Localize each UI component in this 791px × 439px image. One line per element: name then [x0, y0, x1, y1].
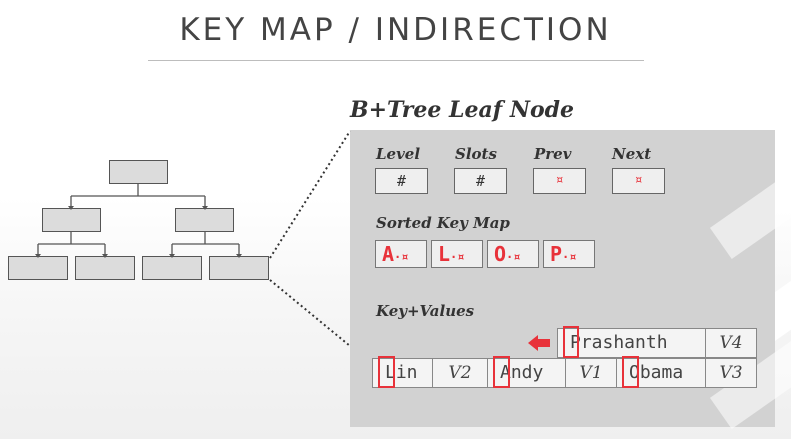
header-value-level: # [375, 168, 428, 194]
tree-leaf-node [8, 256, 68, 280]
header-label-prev: Prev [534, 145, 572, 163]
tree-root-node [109, 160, 168, 184]
keymap-key: L [438, 242, 451, 266]
kv-value-v3: V3 [705, 358, 757, 388]
tree-leaf-node-highlighted [209, 256, 269, 280]
kv-value-v2: V2 [432, 358, 488, 388]
kv-key-andy: Andy [487, 358, 566, 388]
highlight-first-char [563, 326, 579, 358]
arrow-left-icon [528, 335, 550, 351]
header-value-slots: # [454, 168, 507, 194]
header-value-next: ¤ [612, 168, 665, 194]
keymap-entry: O·¤ [487, 240, 539, 268]
title-divider [148, 60, 644, 61]
key-values-label: Key+Values [376, 302, 475, 320]
keymap-pointer: ·¤ [450, 250, 465, 264]
header-value-prev: ¤ [533, 168, 586, 194]
highlight-first-char [622, 356, 639, 388]
highlight-first-char [493, 356, 510, 388]
keymap-key: A [382, 242, 395, 266]
keymap-key: O [494, 242, 507, 266]
keymap-entry: L·¤ [431, 240, 483, 268]
keymap-entry: A·¤ [375, 240, 427, 268]
tree-inner-node [175, 208, 234, 232]
header-label-level: Level [376, 145, 421, 163]
kv-key-prashanth: Prashanth [557, 328, 706, 358]
keymap-pointer: ·¤ [562, 250, 577, 264]
kv-value-v1: V1 [565, 358, 617, 388]
tree-leaf-node [142, 256, 202, 280]
leaf-node-title: B+Tree Leaf Node [350, 97, 575, 123]
slide-title: KEY MAP / INDIRECTION [179, 12, 612, 48]
highlight-first-char [378, 356, 395, 388]
header-label-slots: Slots [455, 145, 497, 163]
keymap-key: P [550, 242, 563, 266]
kv-key-obama: Obama [616, 358, 706, 388]
tree-inner-node [42, 208, 101, 232]
keymap-pointer: ·¤ [506, 250, 521, 264]
header-label-next: Next [612, 145, 652, 163]
keymap-pointer: ·¤ [394, 250, 409, 264]
kv-value-v4: V4 [705, 328, 757, 358]
keymap-entry: P·¤ [543, 240, 595, 268]
tree-leaf-node [75, 256, 135, 280]
sorted-key-map-label: Sorted Key Map [376, 214, 510, 232]
